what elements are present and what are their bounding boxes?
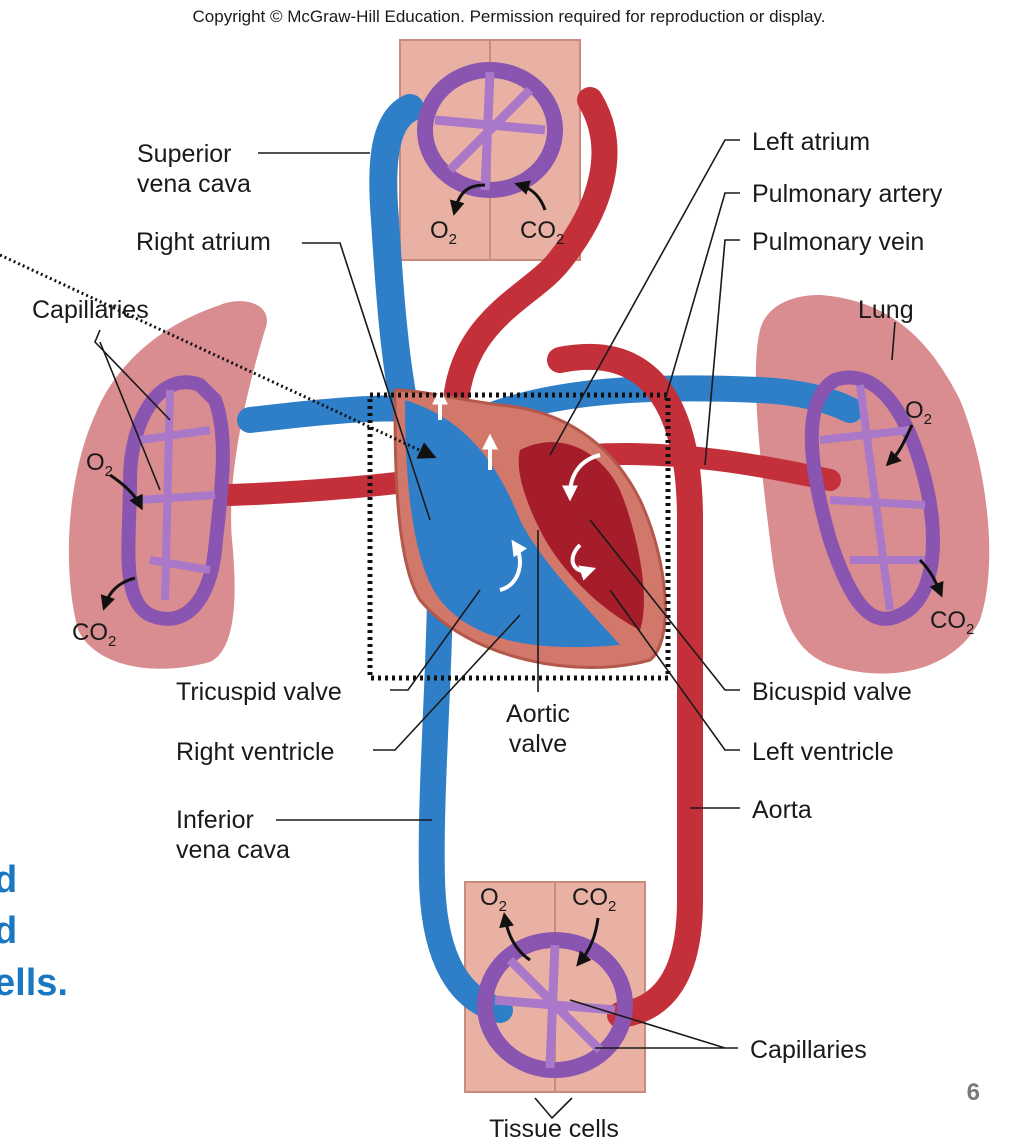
- flow-arrow-into-atrium: [562, 453, 601, 502]
- aorta-descending-vessel: [547, 343, 704, 1028]
- label-right-atrium: Right atrium: [136, 228, 271, 256]
- right-lung-capillaries: [121, 375, 230, 626]
- leader-bicuspid-valve: [589, 519, 740, 691]
- leader-tissue-cells: [534, 1097, 573, 1120]
- dotted-pointer-arrow: [0, 253, 437, 459]
- gas-arrow-lung-right-o2: [109, 473, 143, 511]
- slide-text-line-1: d: [0, 859, 17, 901]
- page-number: 6: [967, 1079, 980, 1106]
- gas-label-lung-left-o2: O2: [905, 397, 932, 428]
- flow-arrow-curve-right: [499, 539, 527, 592]
- leader-pulmonary-artery: [664, 192, 740, 401]
- gas-label-lung-right-o2: O2: [86, 449, 113, 480]
- gas-arrow-lower-o2: [499, 912, 531, 962]
- leader-right-ventricle: [373, 614, 521, 751]
- upper-tissue-capillary-net: [434, 71, 546, 191]
- flow-arrow-curve-left: [570, 543, 597, 581]
- label-left-ventricle: Left ventricle: [752, 738, 894, 766]
- label-capillaries-lung: Capillaries: [32, 296, 149, 324]
- gas-label-lung-right-co2: CO2: [72, 619, 116, 650]
- leader-right-atrium: [302, 242, 431, 521]
- gas-label-lung-left-co2: CO2: [930, 607, 974, 638]
- leader-tricuspid-valve: [390, 589, 481, 691]
- leader-left-ventricle: [609, 589, 740, 751]
- gas-label-lower-co2: CO2: [572, 884, 616, 915]
- label-lung: Lung: [858, 296, 914, 324]
- right-lung-capillary-net: [139, 389, 216, 601]
- leader-lung: [891, 321, 896, 361]
- left-lung-capillary-net: [819, 384, 926, 611]
- gas-label-upper-o2: O2: [430, 217, 457, 248]
- heart-dotted-highlight-box: [367, 392, 671, 681]
- left-heart-chamber: [518, 442, 644, 630]
- label-right-ventricle: Right ventricle: [176, 738, 334, 766]
- gas-arrow-upper-o2: [449, 183, 486, 216]
- inferior-vena-cava-vessel: [418, 587, 513, 1023]
- gas-arrow-lower-co2: [576, 917, 600, 967]
- copyright-text: Copyright © McGraw-Hill Education. Permi…: [193, 7, 826, 26]
- leader-left-atrium: [549, 139, 740, 456]
- superior-vena-cava-vessel: [369, 94, 424, 424]
- label-pulmonary-vein: Pulmonary vein: [752, 228, 924, 256]
- lower-tissue-capillary-ring: [477, 932, 633, 1078]
- label-left-atrium: Left atrium: [752, 128, 870, 156]
- leader-capillaries-lung-1: [94, 329, 171, 421]
- gas-arrow-lung-left-o2: [885, 424, 914, 467]
- label-tricuspid-valve: Tricuspid valve: [176, 678, 342, 706]
- left-lung-capillaries: [804, 370, 940, 626]
- label-tissue-cells: Tissue cells: [489, 1115, 619, 1140]
- right-heart-chamber: [405, 400, 620, 648]
- slide-text-line-2: d: [0, 910, 17, 952]
- upper-tissue-capillary-ring: [417, 62, 563, 198]
- leader-pulmonary-vein: [704, 239, 740, 466]
- slide-text-line-3: ells.: [0, 962, 68, 1004]
- gas-label-upper-co2: CO2: [520, 217, 564, 248]
- label-aorta: Aorta: [752, 796, 812, 824]
- pulmonary-vein-left: [579, 443, 841, 491]
- label-bicuspid-valve: Bicuspid valve: [752, 678, 912, 706]
- leader-capillaries-lung-2: [99, 341, 161, 491]
- aorta-arch-vessel: [441, 87, 618, 443]
- gas-label-lower-o2: O2: [480, 884, 507, 915]
- gas-arrow-upper-co2: [514, 180, 547, 211]
- label-capillaries-tissue: Capillaries: [750, 1036, 867, 1064]
- gas-arrow-lung-right-co2: [100, 576, 136, 611]
- leader-capillaries-tissue: [569, 999, 738, 1049]
- label-pulmonary-artery: Pulmonary artery: [752, 180, 943, 208]
- gas-arrow-lung-left-co2: [918, 558, 944, 598]
